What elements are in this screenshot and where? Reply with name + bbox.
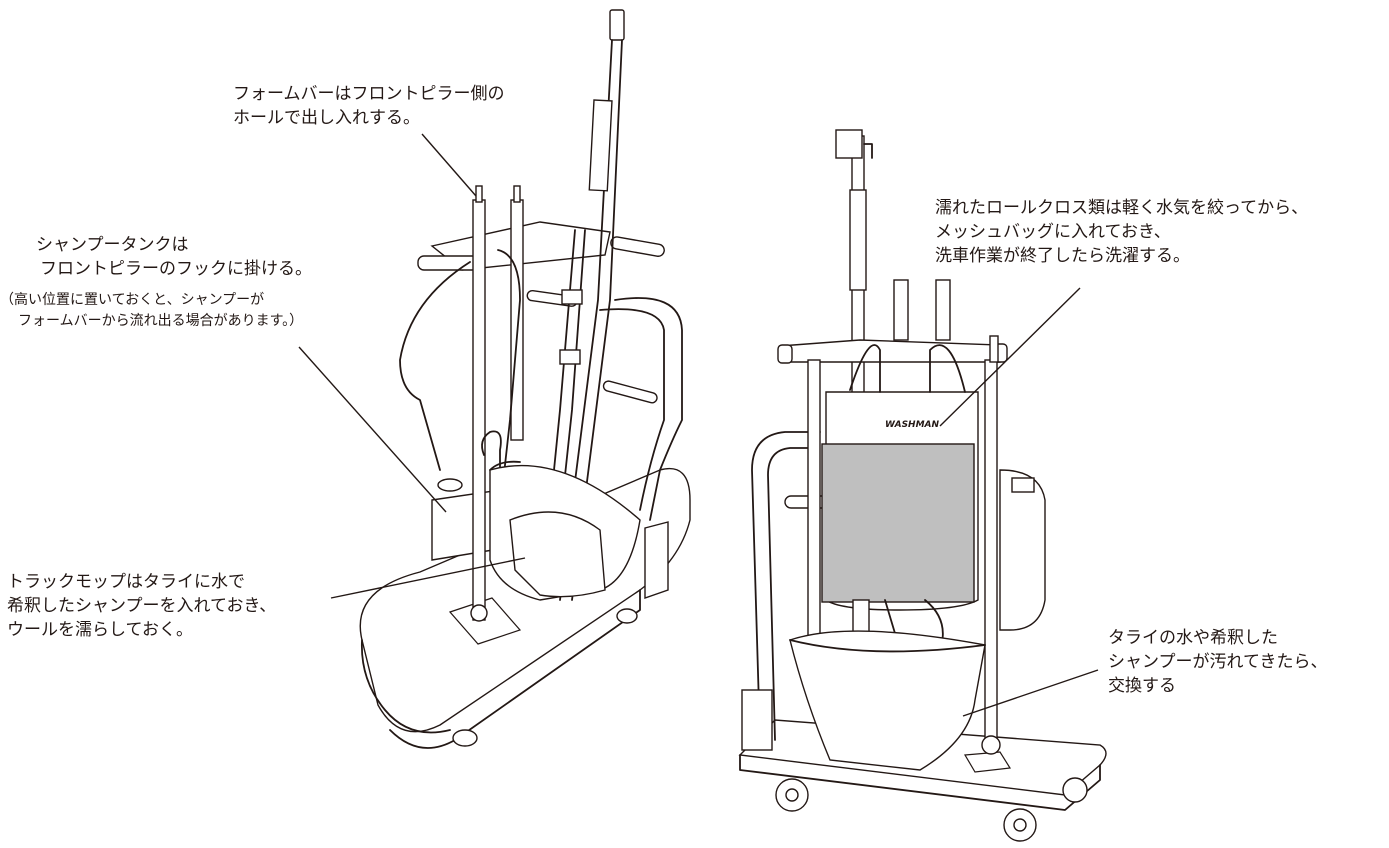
- shampoo-tank-annotation: シャンプータンクは フロントピラーのフックに掛ける。: [36, 233, 312, 281]
- foam-bar-line-1: フォームバーはフロントピラー側の: [233, 84, 505, 104]
- truck-mop-annotation: トラックモップはタライに水で 希釈したシャンプーを入れておき、 ウールを濡らして…: [7, 570, 276, 642]
- basin-line-2: シャンプーが汚れてきたら、: [1108, 652, 1328, 672]
- foam-bar-line-2: ホールで出し入れする。: [233, 108, 420, 128]
- leader-shampoo-tank: [298, 346, 447, 513]
- basin-line-1: タライの水や希釈した: [1108, 628, 1278, 648]
- foam-bar-annotation: フォームバーはフロントピラー側の ホールで出し入れする。: [233, 82, 505, 130]
- roll-cloth-line-2: メッシュバッグに入れておき、: [935, 222, 1171, 242]
- truck-mop-line-2: 希釈したシャンプーを入れておき、: [7, 596, 277, 616]
- roll-cloth-line-1: 濡れたロールクロス類は軽く水気を絞ってから、: [935, 198, 1309, 218]
- shampoo-tank-line-2: フロントピラーのフックに掛ける。: [40, 259, 312, 279]
- bag-logo: WASHMAN: [885, 420, 940, 430]
- shampoo-tank-line-1: シャンプータンクは: [36, 235, 189, 255]
- roll-cloth-line-3: 洗車作業が終了したら洗濯する。: [935, 246, 1190, 266]
- leader-truck-mop: [330, 557, 526, 599]
- left-cart: [359, 9, 691, 749]
- shampoo-tank-note-1: （高い位置に置いておくと、シャンプーが: [0, 292, 265, 308]
- roll-cloth-annotation: 濡れたロールクロス類は軽く水気を絞ってから、 メッシュバッグに入れておき、 洗車…: [935, 196, 1308, 268]
- basin-line-3: 交換する: [1108, 676, 1176, 696]
- shampoo-tank-note-2: フォームバーから流れ出る場合があります。）: [18, 313, 304, 329]
- truck-mop-line-1: トラックモップはタライに水で: [7, 572, 245, 592]
- leader-roll-cloth: [939, 287, 1081, 427]
- shampoo-tank-note: （高い位置に置いておくと、シャンプーが フォームバーから流れ出る場合があります。…: [0, 290, 303, 332]
- leader-foam-bar: [421, 133, 477, 197]
- right-cart: WASHMAN: [738, 129, 1107, 842]
- leader-basin: [962, 669, 1099, 717]
- truck-mop-line-3: ウールを濡らしておく。: [7, 620, 193, 640]
- basin-annotation: タライの水や希釈した シャンプーが汚れてきたら、 交換する: [1108, 626, 1327, 698]
